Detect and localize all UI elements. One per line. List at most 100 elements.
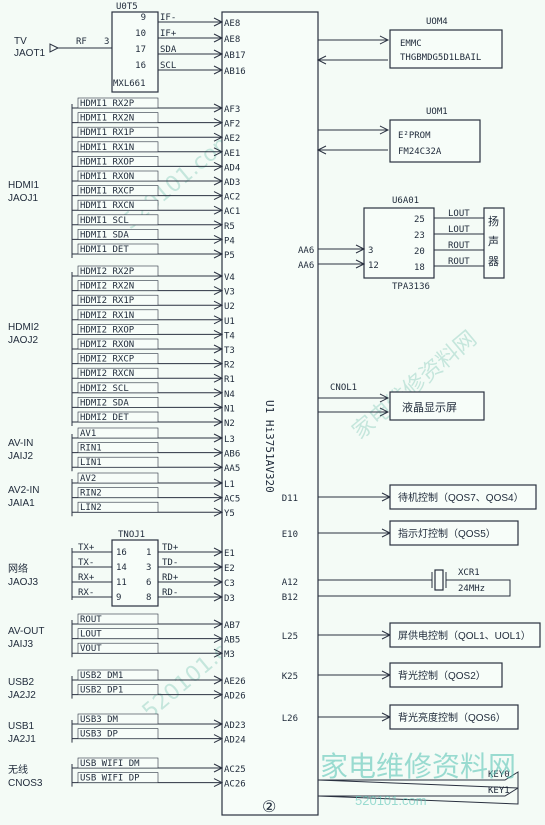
tuner-ball: AB17 xyxy=(224,51,246,61)
net-label: HDMI2 RX2N xyxy=(80,282,134,292)
ball-label: AD24 xyxy=(224,736,246,746)
speaker-box xyxy=(483,207,505,279)
net-label-box xyxy=(77,141,159,153)
network-transformer-ref: TNOJ1 xyxy=(118,530,145,540)
ball-label: R5 xyxy=(224,222,235,232)
crystal-ball2: B12 xyxy=(282,593,298,603)
wire-arrow xyxy=(213,315,224,325)
wire-arrow xyxy=(213,462,224,472)
tuner-pin-name: IF+ xyxy=(160,29,177,39)
av_out-connector-ref: JAIJ3 xyxy=(8,639,33,650)
net-label: HDMI2 RX1P xyxy=(80,296,135,306)
net-label-box xyxy=(77,185,159,196)
net-label: HDMI1 RXCP xyxy=(80,187,135,197)
tuner-ball: AB16 xyxy=(224,67,246,77)
emmc-line2: THGBMDG5D1LBAIL xyxy=(400,53,481,63)
wire-arrow xyxy=(213,103,224,113)
ball-label: U1 xyxy=(224,317,235,327)
net-label-box xyxy=(77,126,159,138)
emmc-bus xyxy=(316,35,390,65)
network-left-net: RX- xyxy=(78,588,94,598)
net-label-box xyxy=(77,684,159,695)
net-label-box xyxy=(77,229,159,240)
ball-label: AB7 xyxy=(224,621,240,631)
net-label: HDMI2 RXON xyxy=(80,340,134,350)
wire-arrow xyxy=(213,433,224,443)
rf-net-label: RF xyxy=(76,37,87,47)
net-label-box xyxy=(77,156,159,167)
amp-output-pin: 23 xyxy=(414,231,425,241)
ball-label: T3 xyxy=(224,346,235,356)
emmc-box xyxy=(389,29,503,69)
wire-arrow xyxy=(213,493,224,503)
network-connector-ref: JAOJ3 xyxy=(8,577,38,588)
network-pin-b: 8 xyxy=(146,593,151,603)
wire-arrow xyxy=(213,402,224,412)
ball-label: AB6 xyxy=(224,450,240,460)
ball-label: T4 xyxy=(224,331,235,341)
ball-label: AE26 xyxy=(224,677,246,687)
wire-arrow xyxy=(213,734,224,744)
eeprom-box xyxy=(389,119,481,163)
wire-arrow xyxy=(213,359,224,369)
net-label: USB WIFI DM xyxy=(80,759,140,769)
wire-arrow xyxy=(213,17,224,27)
net-label: HDMI2 SCL xyxy=(80,384,129,394)
tv-input-name: TV xyxy=(14,36,27,47)
wire-arrow xyxy=(213,634,224,644)
wire-arrow xyxy=(213,191,224,201)
amp-output-pin: 18 xyxy=(414,263,425,273)
wire-arrow xyxy=(213,648,224,658)
usb1-connector-name: USB1 xyxy=(8,721,35,732)
ball-label: AC2 xyxy=(224,193,240,203)
tuner-pin-name: IF- xyxy=(160,13,176,23)
net-label-box xyxy=(77,456,159,468)
network-pin-b: 1 xyxy=(146,548,151,558)
network-left-net: TX- xyxy=(78,558,94,568)
wire-arrow xyxy=(213,329,224,339)
ball-label: E1 xyxy=(224,549,235,559)
amp-output-net: LOUT xyxy=(448,209,470,219)
network-right-net: RD- xyxy=(162,588,178,598)
ball-label: AF3 xyxy=(224,105,240,115)
wire-arrow xyxy=(213,690,224,700)
net-label-box xyxy=(77,265,159,277)
wire-arrow xyxy=(213,33,224,43)
network-pin-b: 6 xyxy=(146,578,151,588)
net-label: HDMI1 RX1N xyxy=(80,143,134,153)
ball-label: AC5 xyxy=(224,495,240,505)
crystal-plates xyxy=(431,572,447,588)
tuner-ball: AE8 xyxy=(224,19,240,29)
control-label: 指示灯控制（QOS5） xyxy=(398,527,496,540)
tuner-part: MXL661 xyxy=(113,79,146,89)
wire-arrow xyxy=(213,205,224,215)
net-label: HDMI2 DET xyxy=(80,413,129,423)
watermark-text: 家电维修资料网 xyxy=(348,326,482,444)
net-label: HDMI1 RX2P xyxy=(80,99,135,109)
keys-block: KEY0 KEY1 xyxy=(317,770,519,805)
net-label: HDMI1 RX2N xyxy=(80,114,134,124)
usb2-connector-ref: JA2J2 xyxy=(8,690,36,701)
net-label: HDMI1 SDA xyxy=(80,230,129,240)
control-label: 屏供电控制（QOL1、UOL1） xyxy=(398,629,531,642)
ball-label: AE2 xyxy=(224,134,240,144)
net-label-box xyxy=(77,713,159,725)
amp-output-pin: 25 xyxy=(414,215,425,225)
network-pin-a: 11 xyxy=(116,578,127,588)
crystal-wires xyxy=(318,579,511,597)
wifi-connector-name: 无线 xyxy=(8,763,28,776)
net-label-box xyxy=(77,97,159,109)
ball-label: AC26 xyxy=(224,780,246,790)
watermark-logo-url: 520101.com xyxy=(355,793,427,808)
net-label-box xyxy=(77,728,159,739)
net-label: LOUT xyxy=(80,630,102,640)
